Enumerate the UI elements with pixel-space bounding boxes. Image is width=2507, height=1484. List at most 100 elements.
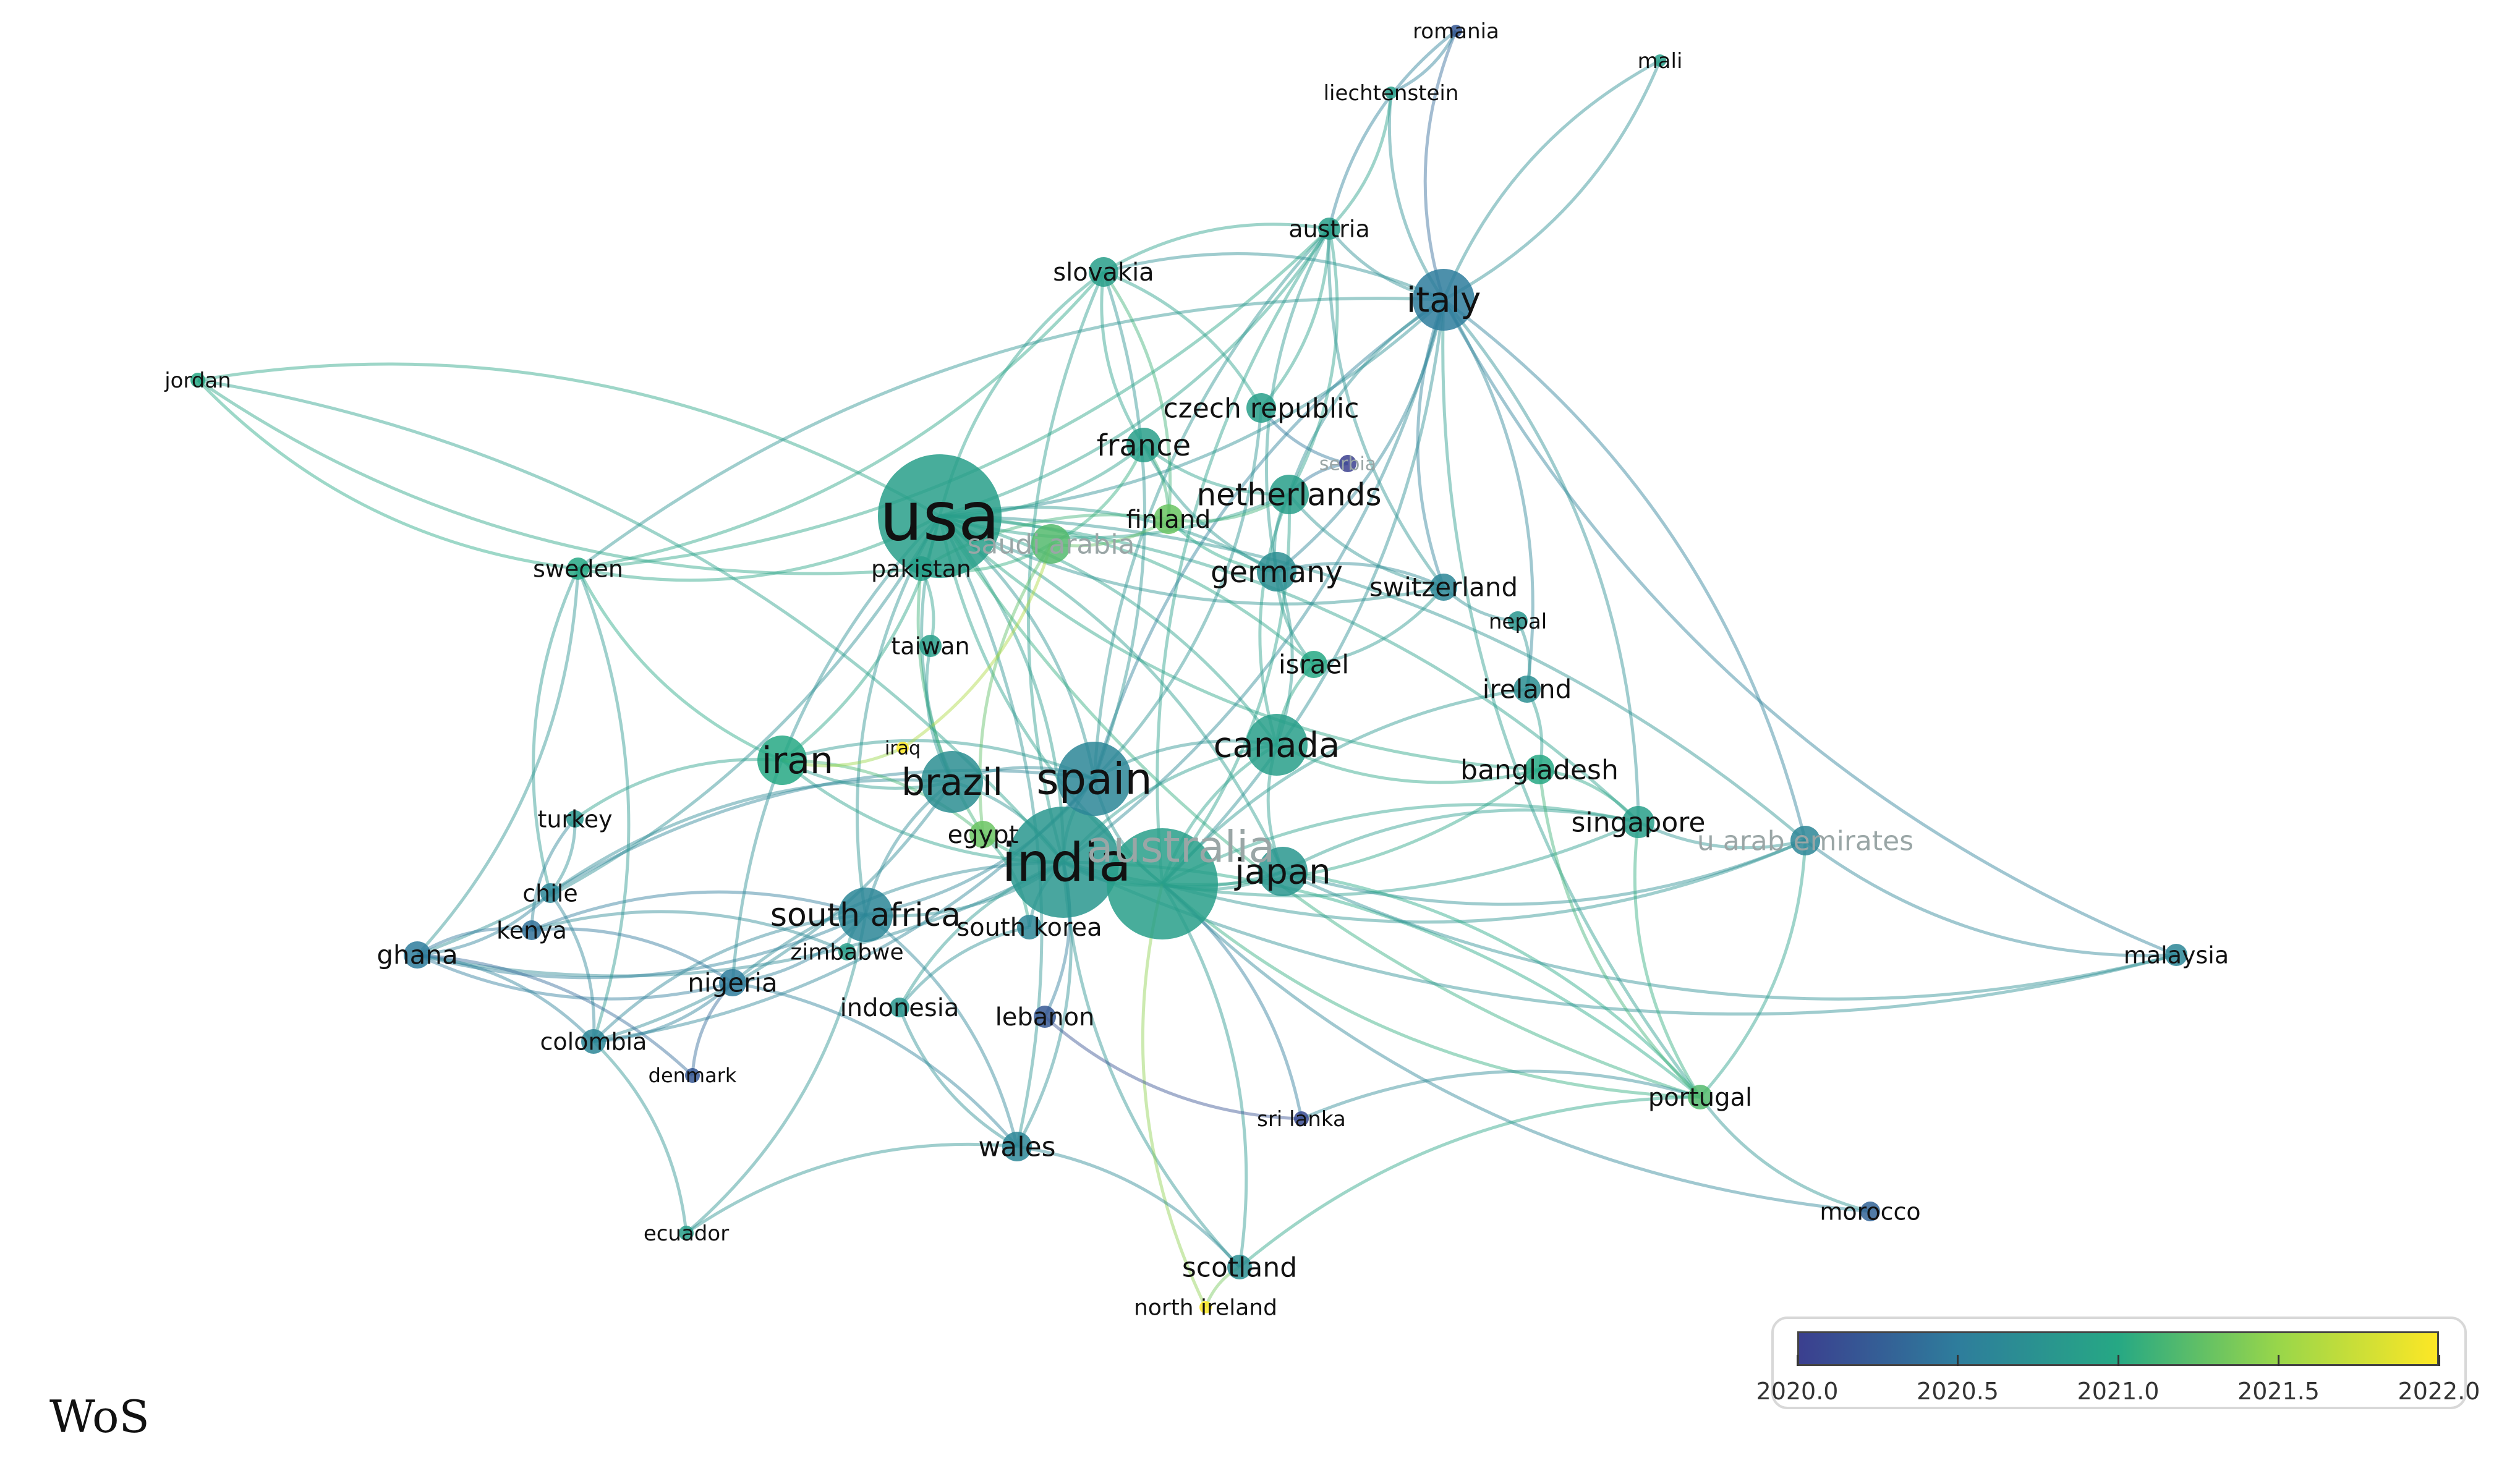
node-ghana[interactable] [404,941,431,969]
label-mali: mali [1638,49,1683,74]
link-colombia-chile [548,892,596,1042]
node-liechtenstein[interactable] [1385,87,1397,99]
node-sri-lanka[interactable] [1294,1111,1309,1126]
node-spain[interactable] [1057,742,1131,816]
label-finland: finland [1126,506,1211,534]
link-austria-romania [1327,30,1457,229]
link-iran-sweden [576,567,783,762]
label-denmark: denmark [649,1064,737,1087]
link-slovakia-finland [1102,271,1172,520]
link-sweden-jordan [197,379,579,570]
label-brazil: brazil [901,761,1003,804]
node-turkey[interactable] [566,810,584,828]
link-india-slovakia [1026,271,1105,863]
node-nepal[interactable] [1508,611,1528,631]
node-pakistan[interactable] [909,556,934,581]
label-czech-republic: czech republic [1163,392,1359,424]
label-jordan: jordan [164,368,231,393]
link-australia-morocco [1161,883,1871,1213]
node-switzerland[interactable] [1430,574,1457,601]
node-zimbabwe[interactable] [838,943,856,960]
node-colombia[interactable] [581,1029,606,1054]
link-germany-switzerland [1276,562,1445,589]
link-india-italy [1062,299,1445,864]
link-sweden-slovakia [577,271,1105,570]
link-usa-u-arab-emirates [939,514,1807,842]
node-iraq[interactable] [896,742,909,754]
link-usa-japan [939,514,1285,873]
link-austria-czech-republic [1260,228,1331,409]
legend-tick [1796,1355,1798,1366]
node-canada[interactable] [1246,714,1308,776]
node-malaysia[interactable] [2165,944,2187,966]
link-ghana-chile [417,892,551,957]
node-netherlands[interactable] [1269,475,1309,514]
link-nigeria-colombia [593,982,734,1043]
link-zimbabwe-kenya [531,910,848,954]
node-scotland[interactable] [1227,1255,1252,1279]
node-indonesia[interactable] [890,998,909,1017]
node-south-africa[interactable] [838,888,893,942]
node-japan[interactable] [1258,847,1308,896]
node-india[interactable] [1008,807,1119,918]
node-germany[interactable] [1257,552,1296,591]
label-kenya: kenya [496,917,567,944]
node-saudi-arabia[interactable] [1031,524,1071,564]
link-south-africa-wales [864,914,1019,1147]
node-chile[interactable] [540,883,560,903]
node-north-ireland[interactable] [1199,1301,1212,1313]
link-japan-portugal [1282,870,1701,1098]
link-spain-austria [1092,227,1330,779]
link-australia-ireland [1161,687,1528,885]
node-kenya[interactable] [522,920,542,940]
node-singapore[interactable] [1622,806,1654,838]
node-egypt[interactable] [969,821,997,848]
label-iraq: iraq [885,738,921,760]
link-italy-ireland [1442,299,1534,690]
node-italy[interactable] [1413,269,1475,331]
node-iran[interactable] [757,736,807,785]
node-usa[interactable] [878,454,1002,578]
node-israel[interactable] [1300,651,1327,678]
label-taiwan: taiwan [891,632,969,659]
node-bangladesh[interactable] [1525,755,1554,784]
node-ireland[interactable] [1513,676,1541,703]
node-morocco[interactable] [1860,1202,1880,1221]
node-austria[interactable] [1318,218,1340,240]
node-portugal[interactable] [1688,1085,1713,1109]
link-italy-singapore [1442,299,1640,823]
link-jordan-pakistan [197,378,922,575]
node-romania[interactable] [1450,25,1462,37]
node-sweden[interactable] [567,558,589,580]
link-australia-singapore [1161,803,1639,886]
label-singapore: singapore [1572,807,1706,838]
link-portugal-u-arab-emirates [1699,840,1807,1098]
node-brazil[interactable] [921,751,983,813]
node-jordan[interactable] [190,373,205,388]
node-slovakia[interactable] [1089,257,1118,287]
node-south-korea[interactable] [1017,915,1042,939]
node-lebanon[interactable] [1034,1006,1056,1028]
node-ecuador[interactable] [679,1226,694,1240]
node-denmark[interactable] [685,1068,700,1083]
link-romania-liechtenstein [1390,30,1458,95]
node-u-arab-emirates[interactable] [1790,826,1820,855]
link-brazil-chile [549,778,953,895]
link-usa-nigeria [731,515,941,983]
label-sweden: sweden [533,555,623,582]
link-austria-netherlands [1287,228,1339,496]
link-wales-scotland [1016,1145,1241,1268]
node-australia[interactable] [1107,828,1218,939]
node-taiwan[interactable] [919,635,942,657]
node-czech-republic[interactable] [1246,393,1276,423]
node-wales[interactable] [1002,1132,1032,1161]
node-mali[interactable] [1654,54,1666,67]
link-south-africa-kenya [531,890,866,932]
node-nigeria[interactable] [719,969,746,996]
link-ghana-kenya [416,926,532,957]
node-serbia[interactable] [1339,455,1356,472]
link-south-africa-colombia [592,913,866,1043]
node-finland[interactable] [1154,504,1183,534]
node-france[interactable] [1126,428,1161,462]
